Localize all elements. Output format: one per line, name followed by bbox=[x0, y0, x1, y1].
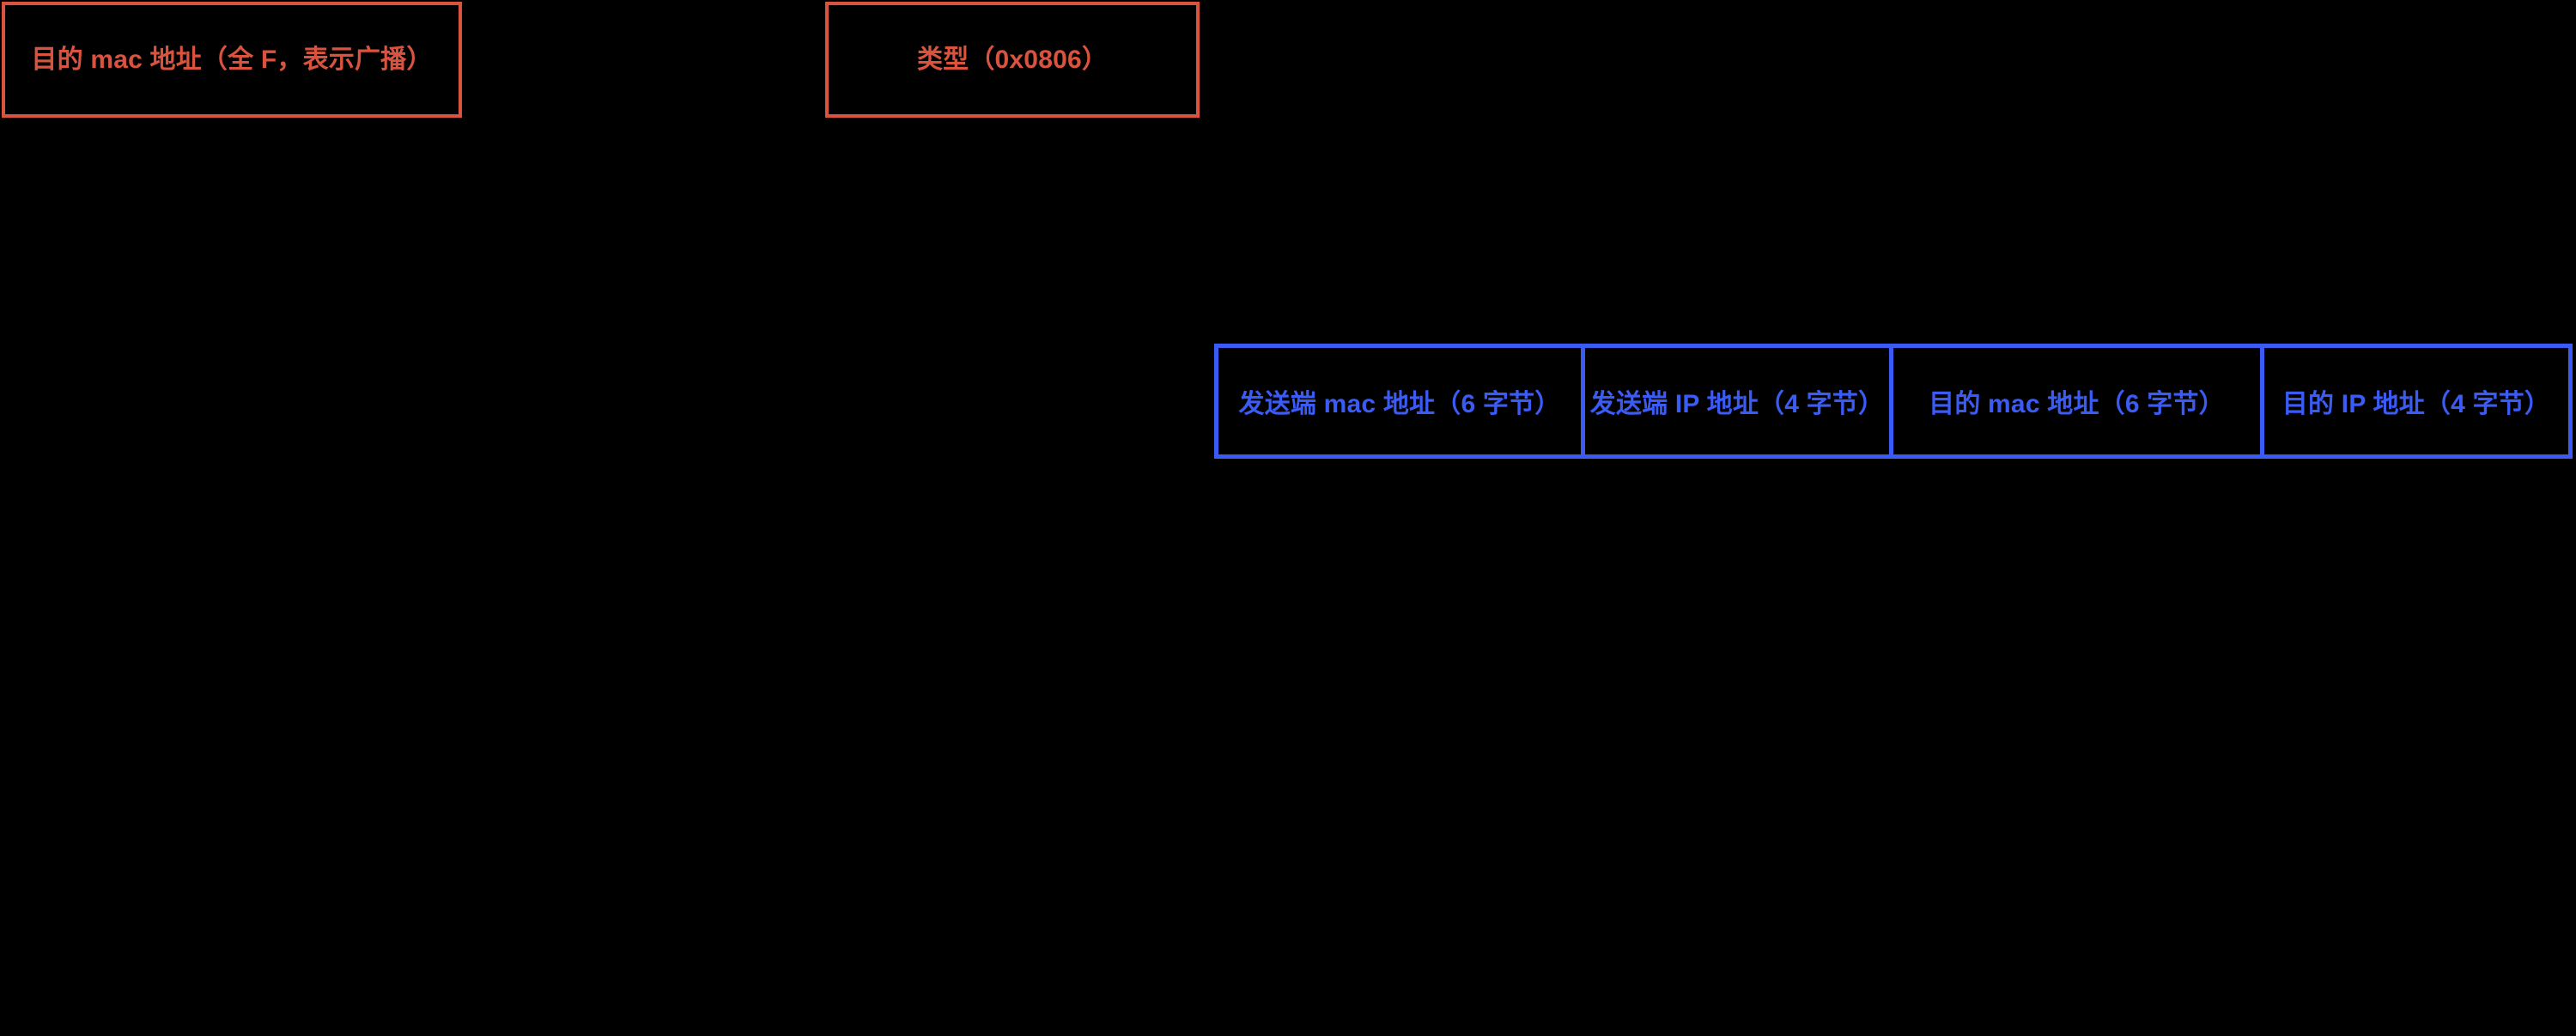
arp-field-target-ip[interactable]: 目的 IP 地址（4 字节） bbox=[2264, 348, 2568, 454]
ethernet-field-destination-mac-label: 目的 mac 地址（全 F，表示广播） bbox=[31, 45, 433, 74]
ethernet-field-destination-mac[interactable]: 目的 mac 地址（全 F，表示广播） bbox=[2, 2, 462, 118]
arp-field-target-mac[interactable]: 目的 mac 地址（6 字节） bbox=[1893, 348, 2264, 454]
arp-field-target-ip-label: 目的 IP 地址（4 字节） bbox=[2281, 390, 2551, 418]
arp-field-sender-mac[interactable]: 发送端 mac 地址（6 字节） bbox=[1218, 348, 1585, 454]
ethernet-field-type-label: 类型（0x0806） bbox=[916, 45, 1109, 74]
arp-field-target-mac-label: 目的 mac 地址（6 字节） bbox=[1929, 390, 2225, 418]
arp-field-sender-mac-label: 发送端 mac 地址（6 字节） bbox=[1238, 390, 1561, 418]
arp-field-sender-ip-label: 发送端 IP 地址（4 字节） bbox=[1589, 390, 1885, 418]
ethernet-header-row: 目的 mac 地址（全 F，表示广播） 类型（0x0806） bbox=[0, 0, 1202, 125]
arp-field-sender-ip[interactable]: 发送端 IP 地址（4 字节） bbox=[1585, 348, 1893, 454]
arp-payload-row: 发送端 mac 地址（6 字节） 发送端 IP 地址（4 字节） 目的 mac … bbox=[1214, 344, 2573, 459]
ethernet-field-type[interactable]: 类型（0x0806） bbox=[825, 2, 1200, 118]
